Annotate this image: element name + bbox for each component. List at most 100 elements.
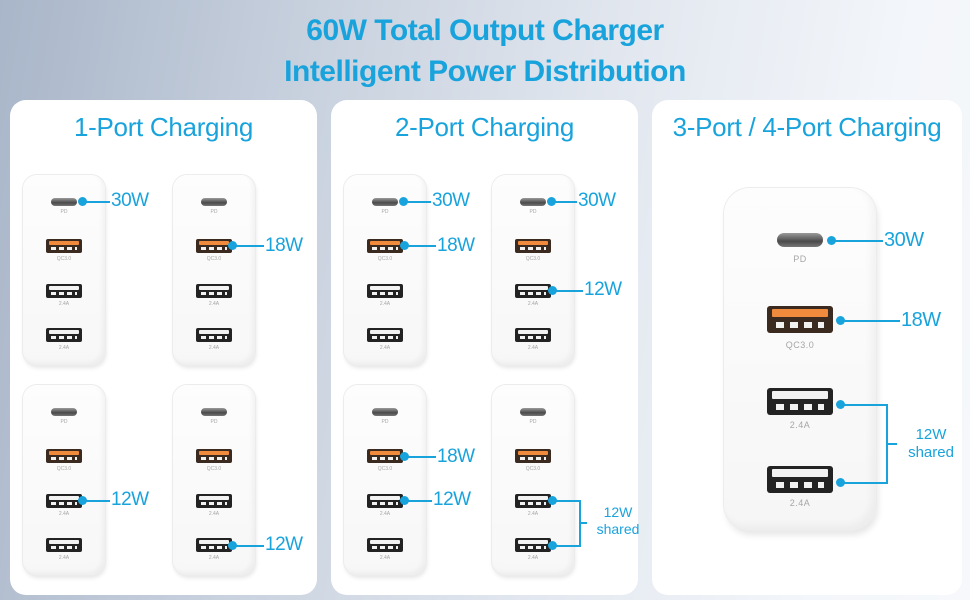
port-label: PD bbox=[60, 209, 68, 215]
callout-line bbox=[842, 320, 900, 322]
charger-illustration: PD QC3.0 2.4A 2.4A bbox=[23, 175, 105, 365]
callout-dot bbox=[78, 197, 87, 206]
usb-a-port-icon bbox=[196, 284, 232, 298]
port-label: QC3.0 bbox=[56, 466, 72, 472]
port-label: 2.4A bbox=[527, 301, 539, 307]
watt-label: 30W bbox=[578, 190, 616, 211]
shared-watt-label: 12W shared bbox=[898, 426, 964, 462]
usb-a-port-icon bbox=[367, 328, 403, 342]
usb-a-port-icon bbox=[196, 494, 232, 508]
callout-dot bbox=[78, 496, 87, 505]
port-label: QC3.0 bbox=[785, 340, 815, 350]
watt-label: 30W bbox=[884, 229, 924, 251]
watt-label: 30W bbox=[432, 190, 470, 211]
callout-dot bbox=[400, 496, 409, 505]
callout-dot bbox=[400, 241, 409, 250]
port-label: 2.4A bbox=[789, 498, 811, 508]
callout-dot bbox=[548, 541, 557, 550]
port-label: PD bbox=[381, 209, 389, 215]
charger-illustration: PD QC3.0 2.4A 2.4A bbox=[492, 175, 574, 365]
watt-label: 12W bbox=[433, 489, 471, 510]
port-label: QC3.0 bbox=[525, 466, 541, 472]
port-label: QC3.0 bbox=[377, 256, 393, 262]
usb-a-port-icon bbox=[767, 466, 833, 493]
bracket-tick bbox=[887, 443, 897, 445]
usb-a-qc-port-icon bbox=[767, 306, 833, 333]
callout-dot bbox=[399, 197, 408, 206]
callout-line bbox=[842, 482, 887, 484]
usb-a-qc-port-icon bbox=[46, 449, 82, 463]
port-label: 2.4A bbox=[789, 420, 811, 430]
charger-illustration: PD QC3.0 2.4A 2.4A bbox=[344, 385, 426, 575]
callout-dot bbox=[547, 197, 556, 206]
port-label: 2.4A bbox=[58, 345, 70, 351]
callout-line bbox=[406, 245, 436, 247]
usb-c-port-icon bbox=[372, 408, 398, 416]
usb-a-port-icon bbox=[367, 538, 403, 552]
usb-a-qc-port-icon bbox=[196, 239, 232, 253]
port-label: 2.4A bbox=[58, 511, 70, 517]
callout-dot bbox=[836, 400, 845, 409]
port-label: QC3.0 bbox=[56, 256, 72, 262]
usb-a-qc-port-icon bbox=[46, 239, 82, 253]
callout-dot bbox=[827, 236, 836, 245]
port-label: PD bbox=[381, 419, 389, 425]
usb-c-port-icon bbox=[520, 198, 546, 206]
shared-watt-note: shared bbox=[908, 444, 954, 461]
usb-c-port-icon bbox=[201, 198, 227, 206]
port-label: PD bbox=[210, 419, 218, 425]
callout-line bbox=[554, 290, 583, 292]
watt-label: 18W bbox=[437, 235, 475, 256]
usb-a-port-icon bbox=[515, 494, 551, 508]
port-label: 2.4A bbox=[208, 555, 220, 561]
panel-title: 1-Port Charging bbox=[73, 112, 254, 142]
usb-c-port-icon bbox=[777, 233, 823, 247]
port-label: PD bbox=[793, 254, 807, 264]
usb-a-port-icon bbox=[515, 328, 551, 342]
usb-a-port-icon bbox=[515, 538, 551, 552]
port-label: QC3.0 bbox=[525, 256, 541, 262]
callout-line bbox=[406, 456, 436, 458]
port-label: QC3.0 bbox=[377, 466, 393, 472]
port-label: 2.4A bbox=[208, 301, 220, 307]
callout-dot bbox=[836, 316, 845, 325]
callout-dot bbox=[228, 541, 237, 550]
watt-label: 12W bbox=[584, 279, 622, 300]
usb-a-qc-port-icon bbox=[515, 449, 551, 463]
port-label: 2.4A bbox=[527, 345, 539, 351]
port-label: 2.4A bbox=[527, 555, 539, 561]
callout-line bbox=[833, 240, 883, 242]
charger-illustration-large: PD QC3.0 2.4A 2.4A bbox=[724, 188, 876, 530]
charger-illustration: PD QC3.0 2.4A 2.4A bbox=[173, 175, 255, 365]
port-label: PD bbox=[60, 419, 68, 425]
charger-illustration: PD QC3.0 2.4A 2.4A bbox=[23, 385, 105, 575]
usb-a-port-icon bbox=[46, 328, 82, 342]
usb-c-port-icon bbox=[372, 198, 398, 206]
port-label: PD bbox=[529, 209, 537, 215]
callout-dot bbox=[400, 452, 409, 461]
usb-a-port-icon bbox=[46, 494, 82, 508]
callout-line bbox=[84, 500, 110, 502]
port-label: PD bbox=[210, 209, 218, 215]
charger-illustration: PD QC3.0 2.4A 2.4A bbox=[344, 175, 426, 365]
callout-dot bbox=[548, 286, 557, 295]
usb-a-qc-port-icon bbox=[196, 449, 232, 463]
port-label: 2.4A bbox=[58, 301, 70, 307]
usb-a-qc-port-icon bbox=[367, 449, 403, 463]
charger-illustration: PD QC3.0 2.4A 2.4A bbox=[173, 385, 255, 575]
usb-a-port-icon bbox=[46, 538, 82, 552]
usb-c-port-icon bbox=[51, 408, 77, 416]
watt-label: 18W bbox=[901, 309, 941, 331]
usb-a-port-icon bbox=[46, 284, 82, 298]
usb-a-qc-port-icon bbox=[515, 239, 551, 253]
callout-line bbox=[554, 545, 580, 547]
bracket-tick bbox=[580, 522, 587, 524]
callout-line bbox=[842, 404, 887, 406]
usb-a-port-icon bbox=[767, 388, 833, 415]
panel-title: 3-Port / 4-Port Charging bbox=[672, 112, 942, 142]
panel-title: 2-Port Charging bbox=[394, 112, 575, 142]
callout-dot bbox=[548, 496, 557, 505]
port-label: 2.4A bbox=[379, 345, 391, 351]
usb-a-port-icon bbox=[367, 494, 403, 508]
port-label: 2.4A bbox=[527, 511, 539, 517]
